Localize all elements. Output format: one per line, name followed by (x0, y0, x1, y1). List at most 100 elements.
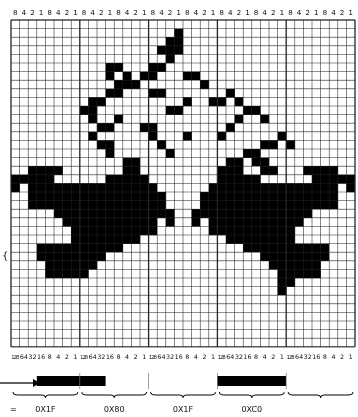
pixel-cell (260, 235, 269, 244)
bottom-weight-label: 32 (28, 353, 36, 361)
pixel-cell (192, 218, 201, 227)
pixel-cell (329, 192, 338, 201)
byte-brace (82, 392, 147, 398)
pixel-cell (114, 89, 123, 98)
pixel-cell (166, 149, 175, 158)
pixel-cell (80, 106, 89, 115)
pixel-cell (80, 218, 89, 227)
pixel-cell (97, 244, 106, 253)
pixel-cell (97, 183, 106, 192)
pixel-cell (260, 244, 269, 253)
pixel-cell (54, 244, 63, 253)
pixel-cell (260, 140, 269, 149)
pixel-cell (217, 201, 226, 210)
pixel-cell (260, 183, 269, 192)
pixel-cell (123, 72, 132, 81)
bottom-weight-label: 32 (235, 353, 243, 361)
pixel-cell (88, 261, 97, 270)
pixel-cell (200, 209, 209, 218)
top-weight-label: 1 (211, 8, 216, 17)
top-weight-label: 2 (168, 8, 173, 17)
bottom-weight-label: 1 (73, 353, 77, 361)
pixel-cell (106, 72, 115, 81)
bottom-weight-label: 4 (194, 353, 198, 361)
pixel-cell (217, 218, 226, 227)
pixel-cell (217, 192, 226, 201)
pixel-cell (209, 201, 218, 210)
pixel-cell (123, 226, 132, 235)
pixel-cell (63, 192, 72, 201)
pixel-cell (260, 201, 269, 210)
pixel-cell (114, 183, 123, 192)
pixel-cell (303, 166, 312, 175)
pixel-cell (252, 192, 261, 201)
pixel-cell (209, 192, 218, 201)
top-weight-label: 2 (271, 8, 276, 17)
top-weight-label: 4 (90, 8, 95, 17)
pixel-cell (252, 218, 261, 227)
pixel-cell (217, 209, 226, 218)
pixel-cell (28, 183, 37, 192)
pixel-cell (269, 252, 278, 261)
top-weight-label: 1 (348, 8, 353, 17)
bottom-weight-label: 16 (175, 353, 183, 361)
pixel-cell (45, 261, 54, 270)
pixel-cell (295, 218, 304, 227)
pixel-cell (252, 244, 261, 253)
left-brace-mark: { (2, 251, 8, 262)
pixel-cell (243, 244, 252, 253)
bottom-weight-label: 32 (166, 353, 174, 361)
pixel-cell (106, 192, 115, 201)
bottom-weight-label: 2 (271, 353, 275, 361)
pixel-cell (80, 252, 89, 261)
top-weight-label: 2 (305, 8, 310, 17)
pixel-cell (45, 192, 54, 201)
pixel-cell (140, 192, 149, 201)
pixel-cell (166, 54, 175, 63)
pixel-cell (278, 261, 287, 270)
pixel-cell (71, 269, 80, 278)
pixel-cell (209, 97, 218, 106)
pixel-cell (174, 29, 183, 38)
pixel-cell (106, 183, 115, 192)
bottom-weight-label: 64 (295, 353, 303, 361)
top-weight-label: 1 (314, 8, 319, 17)
pixel-cell (312, 261, 321, 270)
pixel-cell (235, 218, 244, 227)
bottom-weight-label: 64 (157, 353, 165, 361)
pixel-cell (131, 80, 140, 89)
pixel-cell (346, 175, 355, 184)
pixel-cell (235, 97, 244, 106)
pixel-cell (88, 209, 97, 218)
pixel-cell (243, 106, 252, 115)
pixel-cell (140, 72, 149, 81)
top-weight-label: 4 (331, 8, 336, 17)
pixel-cell (166, 209, 175, 218)
pixel-cell (269, 140, 278, 149)
pixel-cell (252, 149, 261, 158)
byte-brace (219, 392, 284, 398)
pixel-cell (312, 175, 321, 184)
pixel-cell (71, 235, 80, 244)
pixel-cell (106, 244, 115, 253)
pixel-cell (54, 269, 63, 278)
bottom-weight-label: 16 (312, 353, 320, 361)
pixel-cell (252, 209, 261, 218)
pixel-cell (140, 226, 149, 235)
pixel-cell (71, 218, 80, 227)
pixel-cell (140, 123, 149, 132)
pixel-cell (37, 252, 46, 261)
pixel-cell (37, 244, 46, 253)
pixel-cell (278, 269, 287, 278)
pixel-cell (321, 252, 330, 261)
pixel-cell (329, 175, 338, 184)
pixel-cell (45, 252, 54, 261)
pixel-cell (286, 218, 295, 227)
pixel-cell (286, 261, 295, 270)
pixel-cell (71, 183, 80, 192)
pixel-cell (226, 89, 235, 98)
pixel-cell (114, 63, 123, 72)
pixel-cell (11, 183, 20, 192)
pixel-cell (106, 149, 115, 158)
pixel-cell (97, 97, 106, 106)
